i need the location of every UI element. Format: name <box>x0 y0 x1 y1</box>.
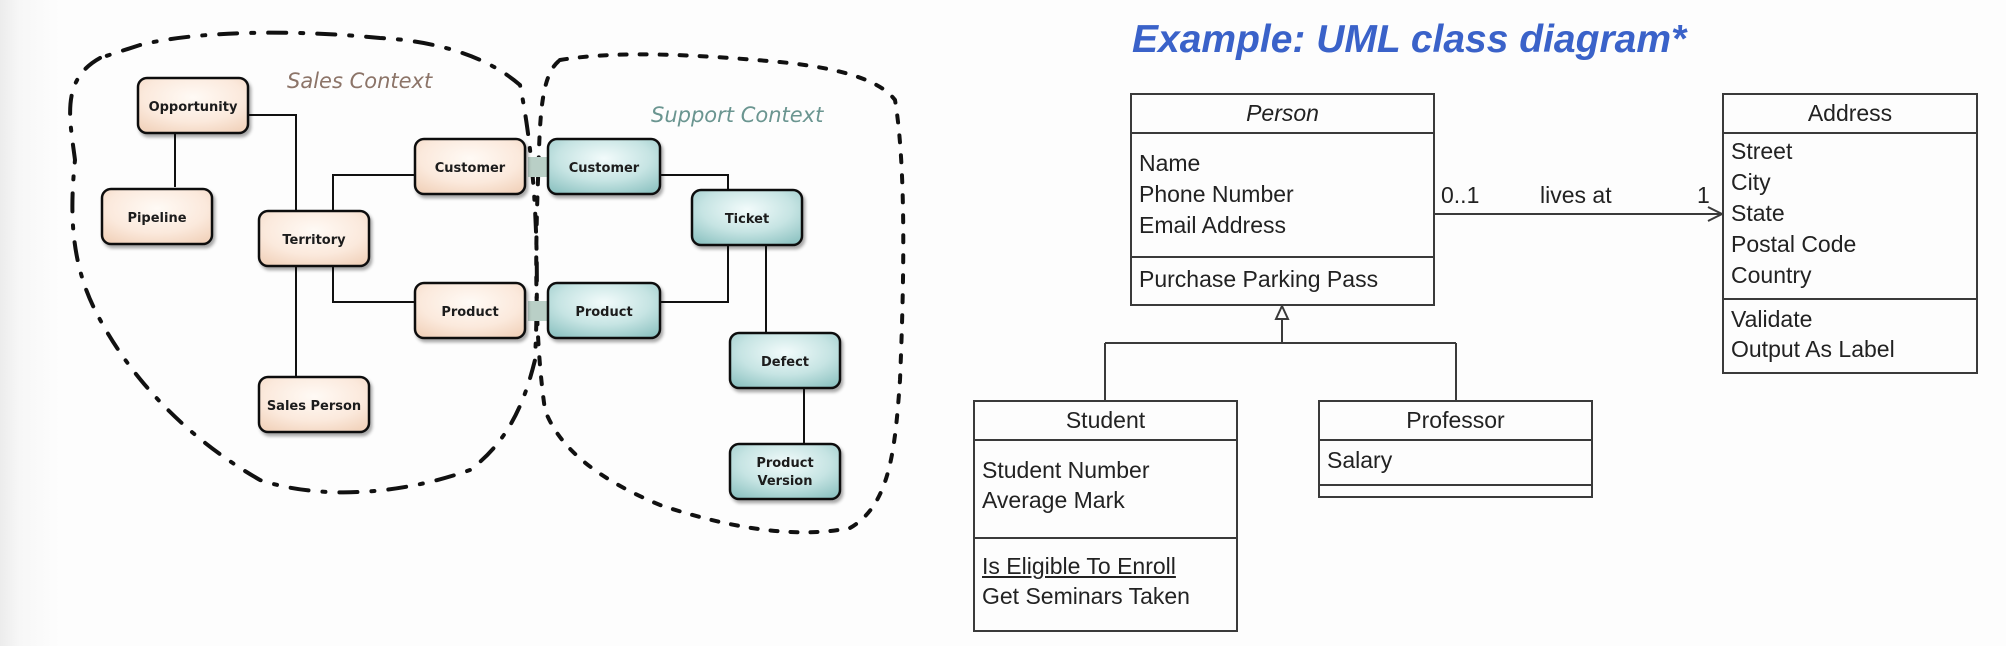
node-opportunity-label: Opportunity <box>149 100 238 115</box>
class-address[interactable]: Address Street City State Postal Code Co… <box>1722 93 1978 374</box>
node-support-product-label: Product <box>575 305 632 320</box>
operation: Purchase Parking Pass <box>1139 266 1379 292</box>
support-context-label: Support Context <box>651 103 824 127</box>
class-student-operations: Is Eligible To Enroll Get Seminars Taken <box>975 537 1236 611</box>
connector-opportunity-territory <box>248 114 297 211</box>
operation: Get Seminars Taken <box>982 583 1190 609</box>
class-person-operations: Purchase Parking Pass <box>1132 256 1433 294</box>
sales-context-boundary <box>68 30 539 495</box>
source-multiplicity: 0..1 <box>1441 182 1480 208</box>
class-person[interactable]: Person Name Phone Number Email Address P… <box>1130 93 1435 306</box>
class-student-name: Student <box>975 402 1236 441</box>
support-context-boundary <box>534 52 906 535</box>
static-operation: Is Eligible To Enroll <box>982 553 1176 579</box>
association-label: lives at <box>1540 182 1612 208</box>
attribute: Email Address <box>1139 212 1287 238</box>
node-support-customer[interactable] <box>546 137 662 196</box>
node-opportunity[interactable] <box>136 76 250 135</box>
attribute: Average Mark <box>982 487 1125 513</box>
connectors <box>174 114 805 444</box>
attribute: State <box>1731 200 1785 226</box>
connector-territory-product <box>332 266 415 303</box>
product-bridge <box>528 301 550 321</box>
node-support-product[interactable] <box>546 281 662 340</box>
node-territory-label: Territory <box>282 233 346 248</box>
connector-customer-ticket <box>660 174 729 190</box>
node-defect[interactable] <box>728 331 842 390</box>
operation: Validate <box>1731 306 1813 332</box>
class-address-operations: Validate Output As Label <box>1724 298 1976 364</box>
sales-context-label: Sales Context <box>287 69 433 93</box>
connector-product-ticket <box>660 245 729 303</box>
class-person-name: Person <box>1132 95 1433 134</box>
node-ticket[interactable] <box>690 188 804 247</box>
node-support-customer-label: Customer <box>569 161 640 176</box>
uml-title: Example: UML class diagram* <box>1132 18 1687 61</box>
node-sales-person[interactable] <box>257 375 371 434</box>
node-territory[interactable] <box>257 209 371 268</box>
attribute: Country <box>1731 262 1812 288</box>
attribute: Phone Number <box>1139 181 1294 207</box>
node-pipeline[interactable] <box>100 187 214 246</box>
class-address-name: Address <box>1724 95 1976 134</box>
attribute: Salary <box>1327 447 1393 473</box>
node-product-version[interactable] <box>728 442 842 501</box>
generalization-triangle-icon <box>1274 303 1290 320</box>
uml-connectors <box>1104 206 1725 401</box>
node-sales-customer-label: Customer <box>435 161 506 176</box>
class-address-attributes: Street City State Postal Code Country <box>1724 134 1976 298</box>
node-product-version-label-1: Product <box>756 456 813 471</box>
node-pipeline-label: Pipeline <box>127 211 186 226</box>
operation: Output As Label <box>1731 336 1895 362</box>
node-defect-label: Defect <box>761 355 809 370</box>
node-product-version-label-2: Version <box>758 474 813 489</box>
attribute: Street <box>1731 138 1793 164</box>
attribute: Student Number <box>982 457 1150 483</box>
connector-territory-customer <box>332 174 415 211</box>
attribute: City <box>1731 169 1771 195</box>
class-student-attributes: Student Number Average Mark <box>975 441 1236 537</box>
class-professor[interactable]: Professor Salary <box>1318 400 1593 498</box>
customer-bridge <box>528 157 550 177</box>
class-student[interactable]: Student Student Number Average Mark Is E… <box>973 400 1238 632</box>
node-sales-product[interactable] <box>413 281 527 340</box>
node-sales-product-label: Product <box>441 305 498 320</box>
node-sales-customer[interactable] <box>413 137 527 196</box>
class-professor-attributes: Salary <box>1320 441 1591 484</box>
attribute: Name <box>1139 150 1201 176</box>
class-professor-name: Professor <box>1320 402 1591 441</box>
node-ticket-label: Ticket <box>725 212 769 227</box>
class-professor-operations <box>1320 484 1591 496</box>
node-sales-person-label: Sales Person <box>267 399 361 414</box>
target-multiplicity: 1 <box>1697 182 1710 208</box>
class-person-attributes: Name Phone Number Email Address <box>1132 134 1433 256</box>
attribute: Postal Code <box>1731 231 1857 257</box>
